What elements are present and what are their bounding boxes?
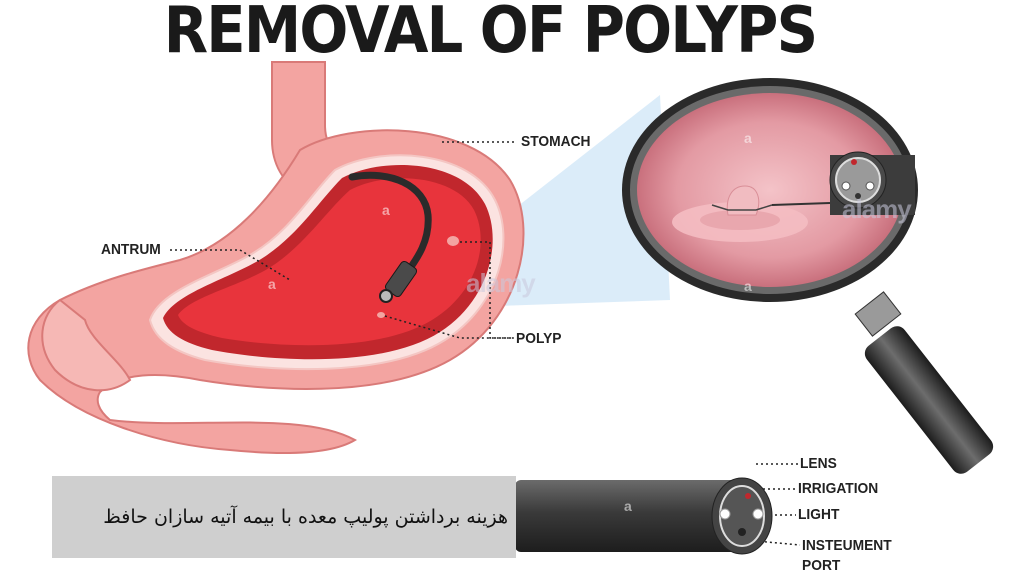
endoscope-tube	[348, 171, 432, 279]
label-instrument-port-line1: INSTEUMENT	[802, 537, 892, 554]
watermark-mark: a	[382, 202, 390, 218]
label-irrigation: IRRIGATION	[798, 480, 879, 497]
caption-text: هزینه برداشتن پولیپ معده با بیمه آتیه سا…	[103, 506, 508, 528]
watermark-mark: a	[268, 276, 276, 292]
polyp-small	[377, 312, 385, 318]
stomach-lumen	[178, 178, 481, 346]
label-stomach: STOMACH	[521, 133, 591, 150]
label-light: LIGHT	[798, 506, 840, 523]
watermark-mark: a	[744, 278, 752, 294]
label-polyp: POLYP	[516, 330, 562, 347]
label-instrument-port-line2: PORT	[802, 557, 841, 574]
diagram-title: REMOVAL OF POLYPS	[163, 0, 818, 68]
polyp	[447, 236, 459, 246]
endoscope-closeup	[515, 477, 773, 555]
watermark-mark: a	[624, 498, 632, 514]
label-antrum: ANTRUM	[101, 241, 161, 258]
leader-lines	[170, 141, 801, 546]
duodenum	[41, 298, 132, 392]
label-lens: LENS	[800, 455, 837, 472]
watermark-brand: alamy	[842, 194, 912, 224]
caption-box: هزینه برداشتن پولیپ معده با بیمه آتیه سا…	[52, 476, 516, 558]
watermark-brand: alamy	[466, 268, 536, 298]
watermark-mark: a	[744, 130, 752, 146]
magnifier	[622, 78, 918, 302]
endoscope-lens	[379, 289, 393, 303]
magnifier-handle	[854, 291, 994, 474]
